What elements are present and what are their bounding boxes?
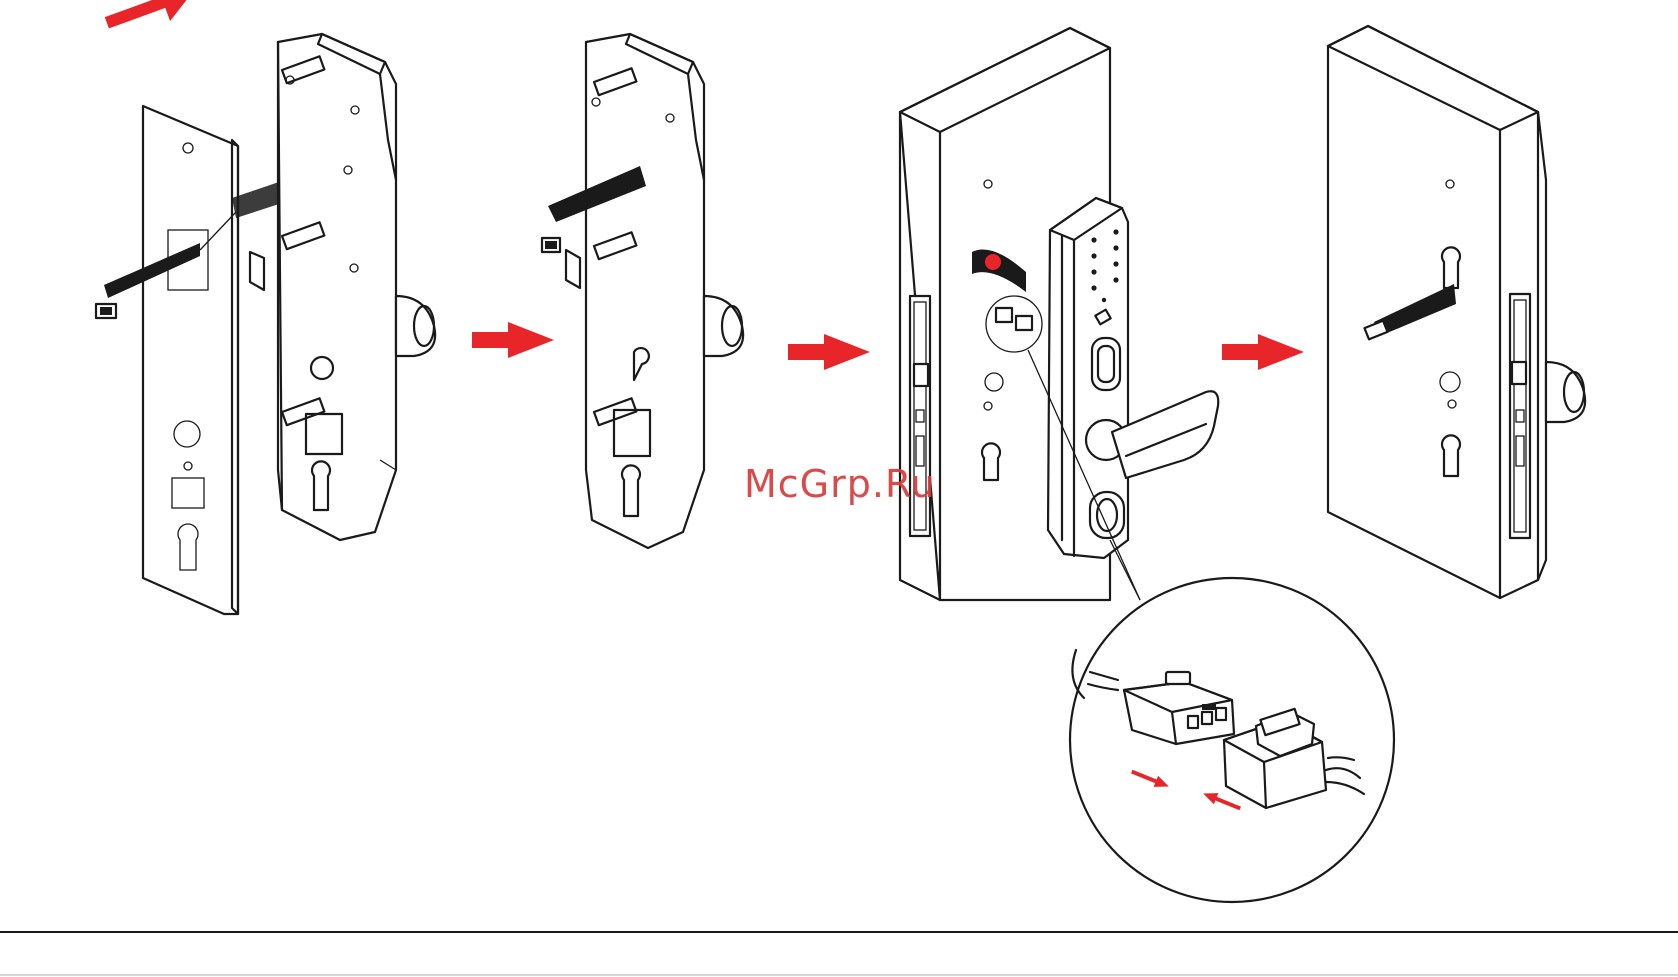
arrow-right-icon [788, 334, 870, 370]
watermark-text: McGrp.Ru [744, 462, 936, 506]
arrow-right-icon [100, 0, 200, 42]
connector-detail [1070, 578, 1394, 902]
arrow-right-icon [1222, 334, 1304, 370]
step-3-lock-front [1048, 198, 1218, 558]
step-1-front-plate [143, 106, 238, 614]
step-4-door [1328, 26, 1585, 598]
step-2-lock-body [566, 34, 743, 548]
arrow-right-icon [472, 322, 554, 358]
step-1-lock-body [250, 34, 435, 540]
fingerprint-sensor-icon [1092, 338, 1120, 390]
